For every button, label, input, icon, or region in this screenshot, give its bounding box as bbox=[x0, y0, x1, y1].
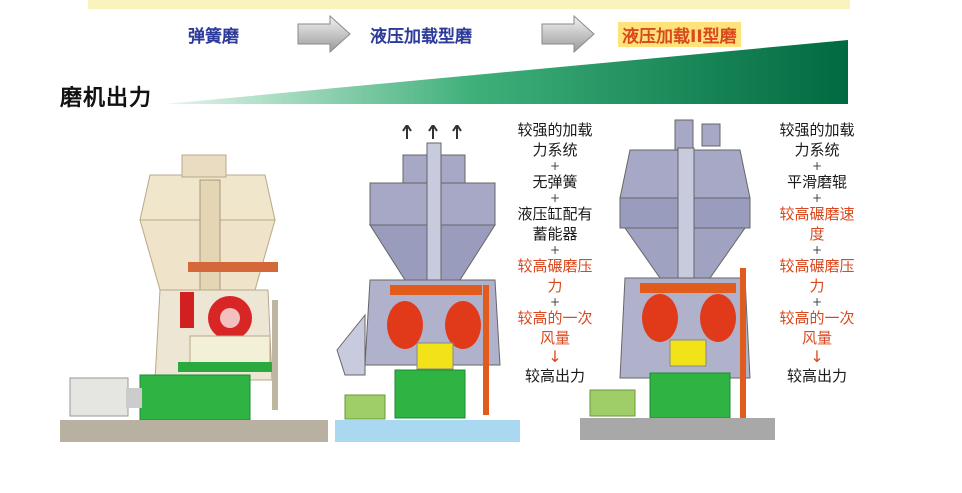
down-arrow-icon: ↓ bbox=[512, 348, 598, 366]
feature-item: 较高碾磨压力 bbox=[512, 256, 598, 296]
feature-item: 较强的加载力系统 bbox=[512, 120, 598, 160]
feature-item: 平滑磨辊 bbox=[774, 172, 860, 192]
feature-item: 较高的一次风量 bbox=[512, 308, 598, 348]
output-axis-label: 磨机出力 bbox=[60, 80, 152, 112]
feature-list-mill-3: 较强的加载力系统 + 平滑磨辊 + 较高碾磨速度 + 较高碾磨压力 + 较高的一… bbox=[774, 120, 860, 386]
plus-separator: + bbox=[512, 244, 598, 256]
feature-item: 无弹簧 bbox=[512, 172, 598, 192]
plus-separator: + bbox=[774, 160, 860, 172]
feature-result: 较高出力 bbox=[774, 366, 860, 386]
feature-item: 较强的加载力系统 bbox=[774, 120, 860, 160]
plus-separator: + bbox=[774, 296, 860, 308]
upward-flow-arrow-icon bbox=[403, 125, 461, 139]
feature-item: 液压缸配有蓄能器 bbox=[512, 204, 598, 244]
output-wedge bbox=[165, 40, 850, 106]
hydraulic-mill-illustration bbox=[335, 125, 525, 450]
plus-separator: + bbox=[512, 160, 598, 172]
top-banner bbox=[88, 0, 850, 9]
plus-separator: + bbox=[774, 244, 860, 256]
feature-item: 较高碾磨速度 bbox=[774, 204, 860, 244]
plus-separator: + bbox=[774, 192, 860, 204]
spring-mill-illustration bbox=[60, 150, 330, 450]
feature-result: 较高出力 bbox=[512, 366, 598, 386]
down-arrow-icon: ↓ bbox=[774, 348, 860, 366]
feature-item: 较高的一次风量 bbox=[774, 308, 860, 348]
plus-separator: + bbox=[512, 296, 598, 308]
feature-item: 较高碾磨压力 bbox=[774, 256, 860, 296]
plus-separator: + bbox=[512, 192, 598, 204]
feature-list-mill-2: 较强的加载力系统 + 无弹簧 + 液压缸配有蓄能器 + 较高碾磨压力 + 较高的… bbox=[512, 120, 598, 386]
hydraulic-mill-ii-illustration bbox=[580, 118, 780, 448]
